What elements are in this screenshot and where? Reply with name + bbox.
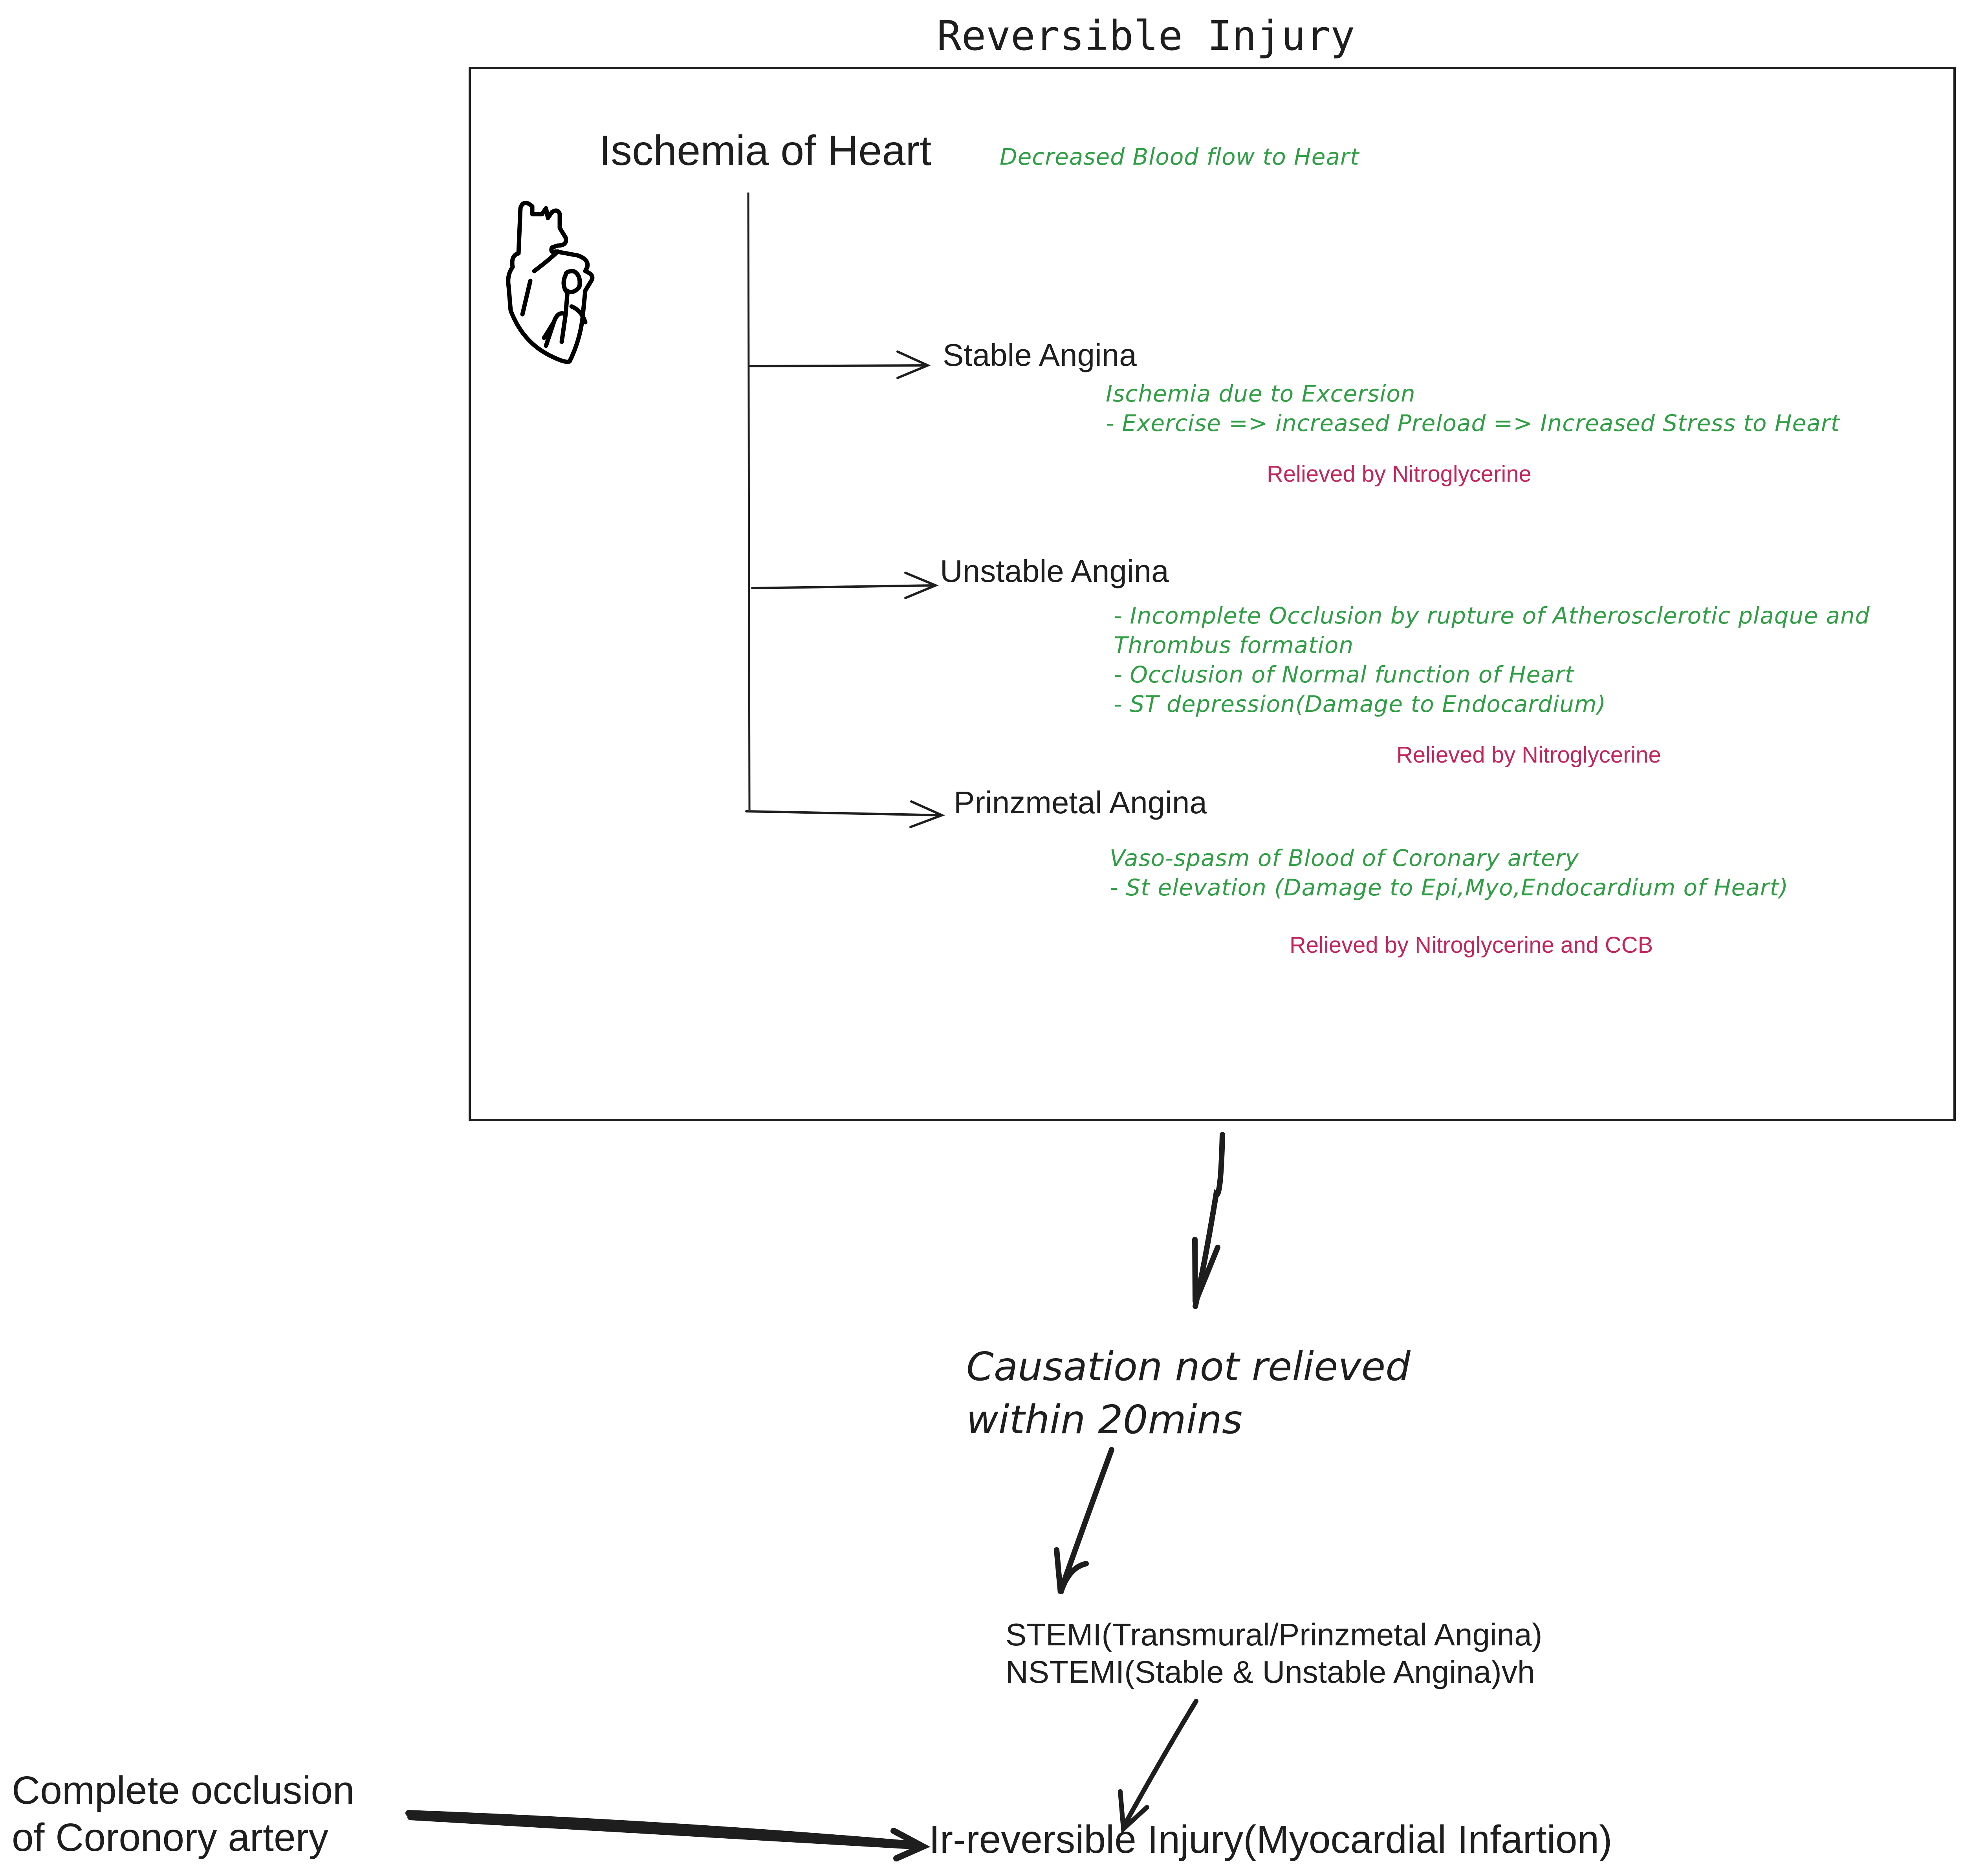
trunk-line — [747, 192, 751, 811]
ischemia-heading: Ischemia of Heart — [599, 127, 932, 174]
unstable-relief: Relieved by Nitroglycerine — [1396, 742, 1661, 768]
causation-line-2: within 20mins — [966, 1397, 1243, 1443]
complete-occlusion-line-2: of Coronory artery — [12, 1815, 328, 1859]
diagram-title: Reversible Injury — [937, 12, 1355, 60]
branch-label-unstable-angina: Unstable Angina — [940, 554, 1169, 589]
prinzmetal-note-1: Vaso-spasm of Blood of Coronary artery — [1110, 845, 1579, 871]
branch-label-stable-angina: Stable Angina — [943, 337, 1137, 372]
stable-note-1: Ischemia due to Excersion — [1106, 380, 1416, 407]
prinzmetal-note-2: - St elevation (Damage to Epi,Myo,Endoca… — [1110, 874, 1789, 901]
causation-line-1: Causation not relieved — [966, 1344, 1411, 1390]
arrow-occlusion-to-irreversible — [405, 1810, 931, 1861]
reversible-injury-box — [469, 67, 1956, 1121]
branch-arrow-unstable — [751, 572, 939, 599]
complete-occlusion-line-1: Complete occlusion — [12, 1768, 355, 1812]
nstemi-label: NSTEMI(Stable & Unstable Angina)vh — [1006, 1654, 1535, 1689]
arrow-mi-to-irreversible — [1118, 1699, 1198, 1834]
stemi-label: STEMI(Transmural/Prinzmetal Angina) — [1006, 1617, 1543, 1652]
stable-relief: Relieved by Nitroglycerine — [1267, 461, 1532, 487]
unstable-note-1: - Incomplete Occlusion by rupture of Ath… — [1114, 602, 1870, 629]
arrow-box-to-causation — [1192, 1132, 1225, 1309]
branch-arrow-prinzmetal — [745, 800, 945, 828]
arrow-causation-to-mi — [1054, 1447, 1114, 1594]
irreversible-injury-label: Ir-reversible Injury(Myocardial Infartio… — [929, 1817, 1612, 1861]
prinzmetal-relief: Relieved by Nitroglycerine and CCB — [1290, 932, 1653, 958]
unstable-note-4: - ST depression(Damage to Endocardium) — [1114, 691, 1606, 717]
ischemia-definition-note: Decreased Blood flow to Heart — [1000, 143, 1359, 170]
unstable-note-3: - Occlusion of Normal function of Heart — [1114, 661, 1574, 688]
branch-label-prinzmetal-angina: Prinzmetal Angina — [954, 785, 1207, 820]
unstable-note-2: Thrombus formation — [1114, 632, 1354, 658]
heart-icon — [506, 201, 595, 364]
branch-arrow-stable — [749, 350, 931, 379]
stable-note-2: - Exercise => increased Preload => Incre… — [1106, 410, 1840, 436]
